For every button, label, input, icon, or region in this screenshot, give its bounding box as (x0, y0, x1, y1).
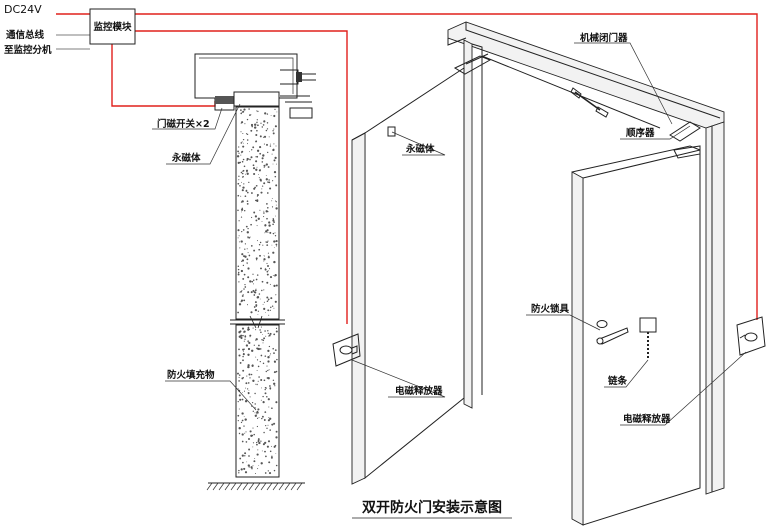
bus-label: 通信总线 (6, 29, 45, 41)
door-switch-label: 门磁开关×2 (157, 118, 210, 130)
sequencer (669, 121, 701, 159)
left-magnet-label: 永磁体 (171, 152, 201, 164)
module-label: 监控模块 (93, 21, 132, 33)
left-releaser-label: 电磁释放器 (395, 385, 443, 397)
chain (639, 317, 657, 360)
right-releaser-label: 电磁释放器 (623, 413, 671, 425)
diagram-caption: 双开防火门安装示意图 (362, 499, 502, 516)
fire-lock (596, 320, 629, 345)
left-releaser (332, 333, 361, 367)
power-label: DC24V (4, 3, 42, 16)
door-frame (447, 21, 725, 495)
left-door-leaf (351, 67, 465, 485)
fire-filler-label: 防火填充物 (167, 369, 215, 381)
chain-label: 链条 (608, 375, 628, 387)
door-closer (453, 53, 661, 129)
wall-section (194, 53, 316, 491)
fire-lock-label: 防火锁具 (531, 303, 570, 315)
right-releaser (736, 316, 766, 356)
right-door-leaf (571, 145, 701, 526)
right-magnet-label: 永磁体 (405, 143, 435, 155)
ground-hatch (206, 482, 303, 491)
closer-label: 机械闭门器 (580, 32, 628, 44)
monitoring-module: 监控模块 (89, 8, 136, 45)
sequencer-label: 顺序器 (626, 127, 655, 139)
speckle-texture (236, 108, 278, 475)
branch-label: 至监控分机 (4, 44, 52, 56)
